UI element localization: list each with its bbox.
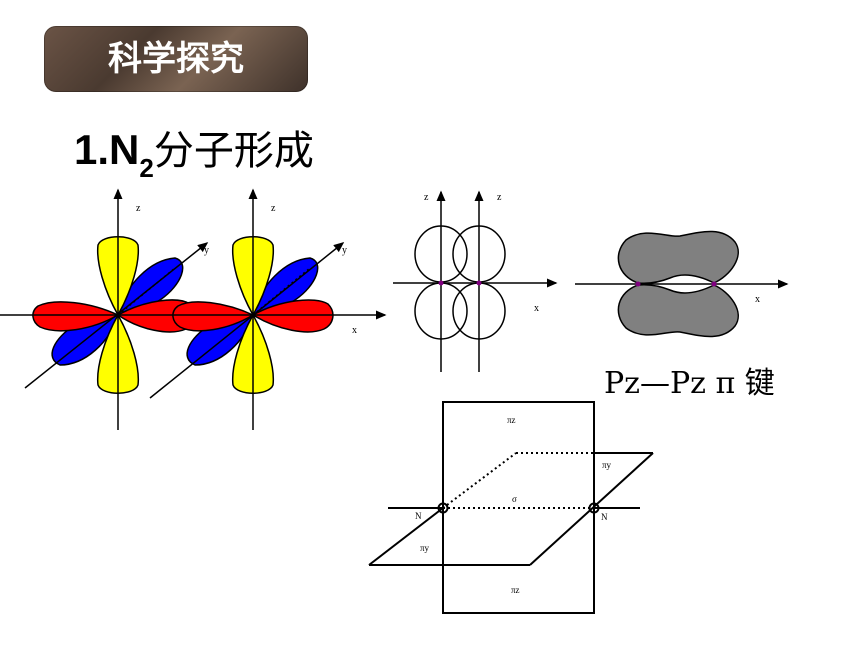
pi-cloud-lower [617,284,739,338]
n-atom-left [437,502,449,514]
red-lobe-right-right-atom [251,299,334,333]
py-label-left: πy [420,543,430,553]
py-label-right: πy [602,460,612,470]
y-axis-right-atom [149,242,345,399]
py-plane-hidden-edge [442,452,517,509]
title-subscript: 2 [139,153,154,184]
z-label-right: z [271,203,276,214]
pi-nucleus-2 [711,281,717,287]
page-title: 1.N2分子形成 [74,118,314,184]
bond-planes-diagram: πz πy σ N N πy πz [368,401,654,614]
y-label-right: y [342,245,347,256]
red-lobe-left-left-atom [32,301,120,332]
section-badge: 科学探究 [44,26,308,92]
overlap-x-label: x [534,303,539,314]
n-label-right: N [601,512,608,522]
pi-bond-caption: Pz—Pz π 键 [604,366,775,401]
y-label-left: y [204,245,209,256]
sigma-label: σ [512,494,517,504]
py-plane-right-edge [529,452,654,566]
pi-nucleus-1 [635,281,641,287]
pi-cloud-x-label: x [755,294,760,305]
orbital-diagram-right: z y x [0,188,387,430]
pi-bond-cloud-diagram: x [575,230,789,338]
pz-label-top: πz [507,415,516,425]
py-plane-left-edge [368,507,444,566]
p-orbital-overlap-diagram: z z x [393,190,558,372]
title-suffix: 分子形成 [153,128,314,174]
x-label-orbitals: x [352,325,357,336]
overlap-nucleus-1 [438,280,444,286]
y-axis-dotted-right-atom [252,267,311,316]
pz-label-bottom: πz [511,585,520,595]
title-prefix: 1.N [74,126,140,173]
pi-cloud-upper [617,230,739,284]
overlap-z-label-2: z [497,192,502,203]
overlap-z-label-1: z [424,192,429,203]
overlap-nucleus-2 [476,280,482,286]
badge-text: 科学探究 [108,39,244,79]
z-label-left: z [136,203,141,214]
red-lobe-left-right-atom [172,301,255,332]
n-atom-right [588,502,600,514]
n-label-left: N [415,511,422,521]
y-axis-dotted-left-atom [117,267,176,316]
